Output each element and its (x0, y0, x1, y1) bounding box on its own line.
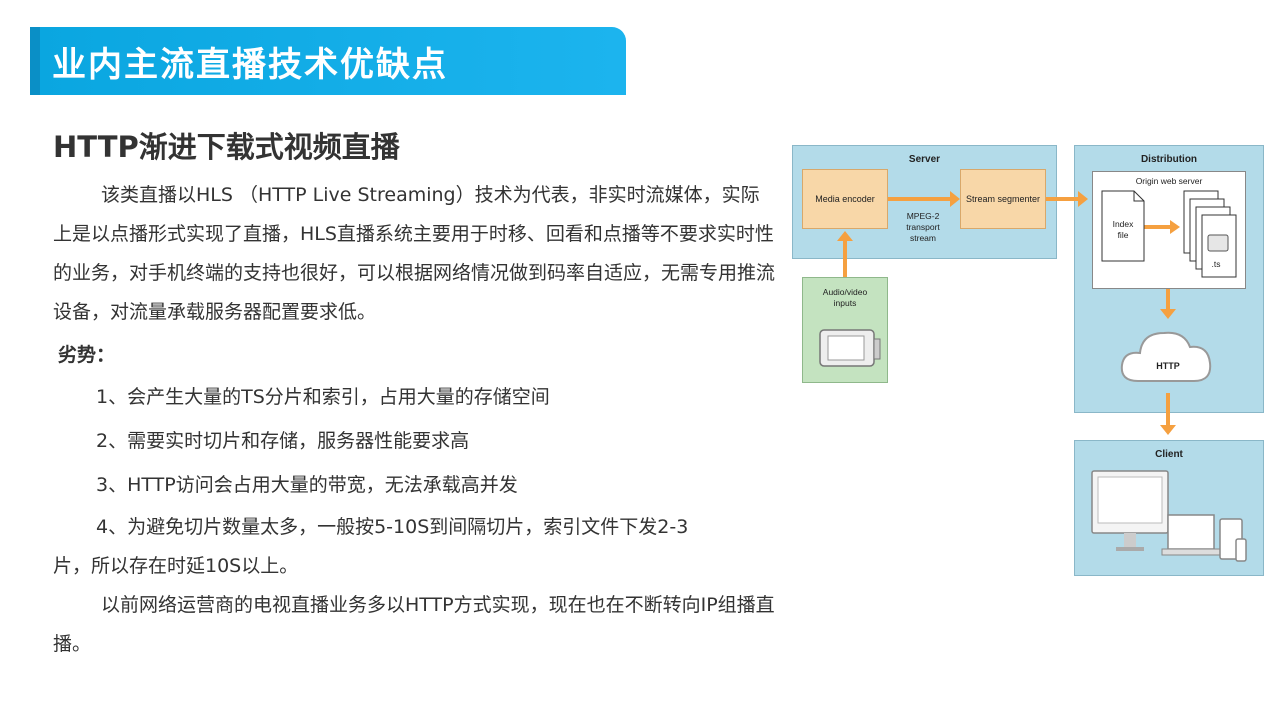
laptop-icon (1161, 514, 1221, 556)
inputs-label-line2: inputs (833, 298, 857, 308)
intro-paragraph-text: 该类直播以HLS （HTTP Live Streaming）技术为代表，非实时流… (53, 184, 776, 323)
distribution-label: Distribution (1140, 154, 1198, 165)
origin-label: Origin web server (1135, 176, 1203, 186)
page-title: 业内主流直播技术优缺点 (52, 45, 448, 85)
media-encoder-box: Media encoder (802, 169, 888, 229)
weakness-item-4: 4、为避免切片数量太多，一般按5-10S到间隔切片，索引文件下发2-3 片，所以… (53, 508, 778, 586)
weakness-item-1: 1、会产生大量的TS分片和索引，占用大量的存储空间 (96, 386, 550, 408)
index-file-line1: Index (1112, 219, 1134, 229)
camera-icon (819, 329, 881, 367)
weakness-item-3: 3、HTTP访问会占用大量的带宽，无法承载高并发 (96, 474, 518, 496)
index-file-line2: file (1117, 230, 1129, 240)
stream-segmenter-box: Stream segmenter (960, 169, 1046, 229)
weakness-item-4-line1: 4、为避免切片数量太多，一般按5-10S到间隔切片，索引文件下发2-3 (96, 516, 689, 538)
hls-architecture-diagram: Server Distribution Client Audio/video i… (790, 143, 1280, 583)
ts-label: .ts (1211, 259, 1221, 269)
title-banner: 业内主流直播技术优缺点 (30, 27, 626, 95)
mpeg-line3: stream (910, 233, 936, 243)
index-file-icon (1101, 190, 1145, 262)
client-label: Client (1155, 449, 1183, 460)
inputs-label: Audio/video inputs (803, 287, 887, 309)
arrow-server-to-http (1160, 289, 1176, 319)
diagram-graphics (819, 190, 1247, 562)
mpeg-line2: transport (906, 222, 940, 232)
mpeg-line1: MPEG-2 (906, 211, 940, 221)
phone-icon (1235, 538, 1247, 562)
weakness-label: 劣势： (58, 344, 116, 366)
weakness-item-4-line2: 片，所以存在时延10S以上。 (53, 555, 299, 577)
http-label: HTTP (1156, 361, 1180, 371)
closing-paragraph: 以前网络运营商的电视直播业务多以HTTP方式实现，现在也在不断转向IP组播直播。 (53, 586, 778, 664)
arrow-http-to-client (1160, 393, 1176, 435)
intro-paragraph: 该类直播以HLS （HTTP Live Streaming）技术为代表，非实时流… (53, 176, 778, 332)
mpeg-label: MPEG-2 transport stream (900, 211, 946, 244)
index-file-label: Index file (1102, 219, 1144, 241)
section-subtitle: HTTP渐进下载式视频直播 (53, 130, 400, 164)
ts-files-icon (1183, 190, 1237, 278)
arrow-index-to-ts (1144, 220, 1180, 234)
inputs-label-line1: Audio/video (822, 287, 868, 297)
arrow-segmenter-to-distribution (1046, 191, 1088, 207)
closing-paragraph-text: 以前网络运营商的电视直播业务多以HTTP方式实现，现在也在不断转向IP组播直播。 (53, 594, 775, 655)
desktop-monitor-icon (1091, 470, 1169, 551)
server-label: Server (908, 154, 941, 165)
arrow-encoder-to-segmenter (888, 191, 960, 207)
weakness-item-2: 2、需要实时切片和存储，服务器性能要求高 (96, 430, 470, 452)
arrow-inputs-to-encoder (837, 231, 853, 277)
http-cloud-icon (1120, 331, 1212, 382)
